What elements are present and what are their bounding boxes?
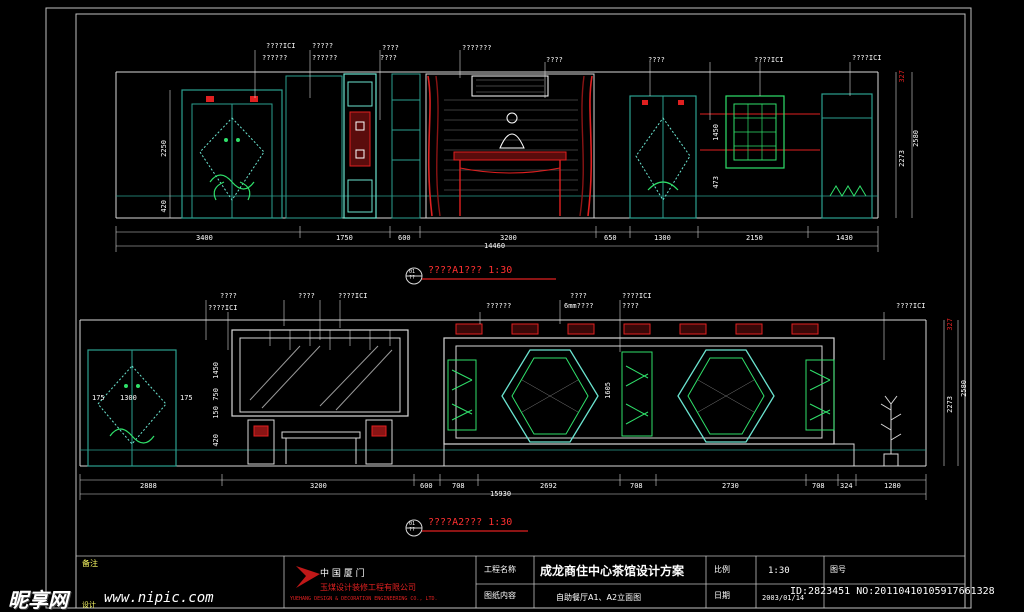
a1-lattice-window	[700, 95, 820, 169]
a1-red-panel-cabinet	[343, 73, 377, 219]
a1-double-door-left	[181, 89, 283, 219]
company-logo	[296, 566, 320, 588]
a2-dimension-chain	[79, 474, 927, 500]
a2-mirror-wall	[231, 329, 409, 417]
a1-title-label	[405, 267, 556, 285]
a2-hexagon-screen-wall	[443, 323, 855, 467]
title-block	[76, 555, 965, 608]
sheet-outer-frame	[45, 7, 972, 609]
a2-title-label	[405, 519, 528, 537]
a1-buddha-altar	[425, 73, 595, 219]
a1-double-door-right	[629, 95, 697, 219]
a2-chairs-and-table	[247, 419, 393, 465]
elevation-a2	[79, 300, 959, 500]
a2-potted-plant	[880, 395, 902, 467]
a2-double-door	[87, 349, 177, 467]
sheet-inner-frame	[75, 13, 966, 609]
elevation-a1	[115, 50, 913, 252]
a1-dimension-chain	[115, 226, 879, 252]
